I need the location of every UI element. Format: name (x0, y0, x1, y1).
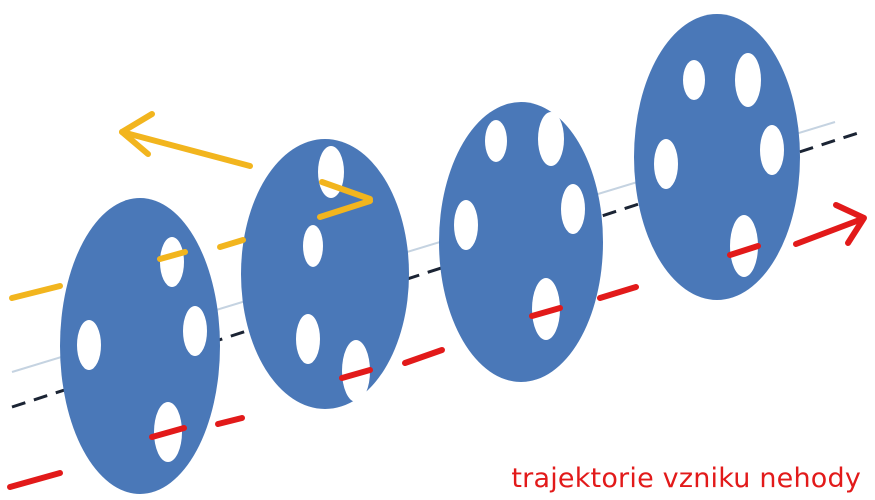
slice-4-hole (735, 53, 761, 107)
slice-2-hole (303, 225, 323, 267)
slice-3-hole (538, 112, 564, 166)
slice-1 (60, 198, 220, 494)
slice-3-hole (454, 200, 478, 250)
slice-1-hole (183, 306, 207, 356)
slice-1-hole (160, 237, 184, 287)
slice-4-hole (654, 139, 678, 189)
slice-4-hole (730, 215, 758, 277)
slice-3-hole (561, 184, 585, 234)
slice-4-hole (760, 125, 784, 175)
red-arrow-icon (7, 202, 867, 490)
slice-1-hole (77, 320, 101, 370)
yellow-arrow-icon (9, 111, 373, 301)
slice-2 (241, 139, 409, 409)
slice-3-hole (485, 120, 507, 162)
slice-2-hole (296, 314, 320, 364)
caption-label: trajektorie vzniku nehody (511, 463, 861, 494)
slice-4 (634, 14, 800, 300)
slice-4-hole (683, 60, 705, 100)
slice-3 (439, 102, 603, 382)
